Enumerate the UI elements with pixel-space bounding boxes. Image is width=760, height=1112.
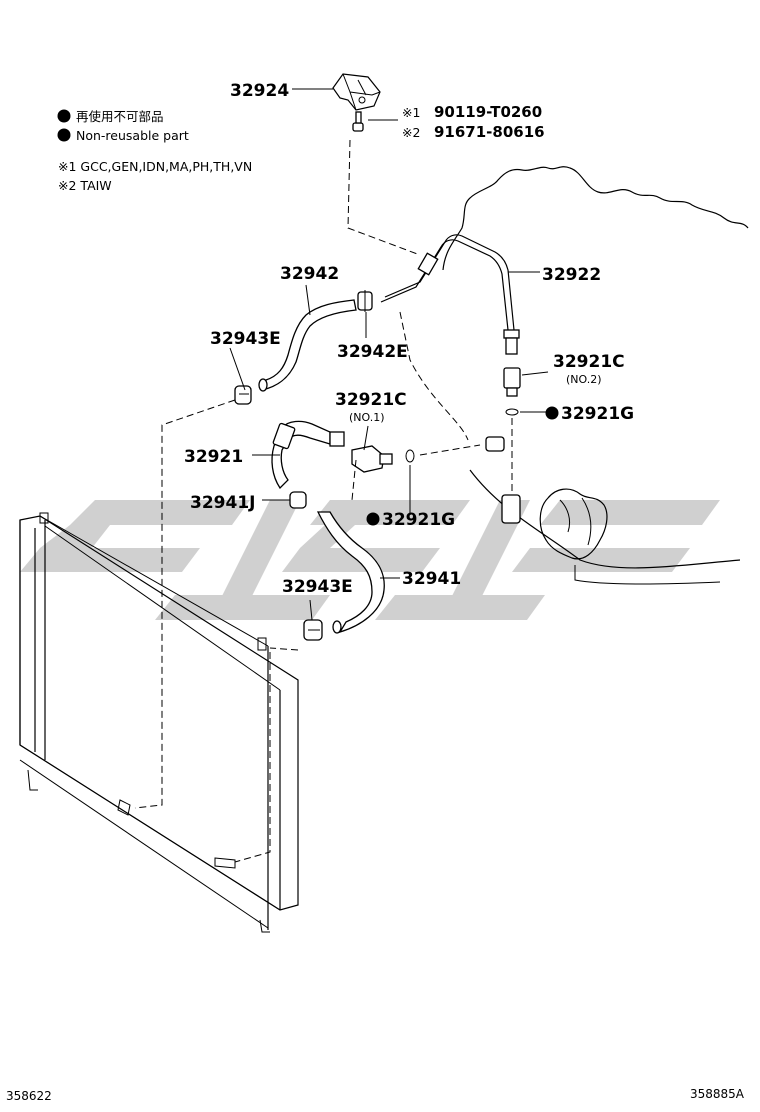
- part-label-32941: 32941: [402, 569, 461, 589]
- o-ring-right: [505, 408, 519, 416]
- code1-mark: ※1: [402, 105, 420, 120]
- footer-left-code: 358622: [6, 1089, 52, 1103]
- part-sub-32921C-no2: (NO.2): [566, 373, 602, 386]
- code2-label: 91671-80616: [434, 123, 545, 141]
- connector-engine: [485, 436, 521, 524]
- part-label-32922: 32922: [542, 265, 601, 285]
- clamp-32943E-top: [234, 385, 252, 405]
- part-sub-32921C-no1: (NO.1): [349, 411, 385, 424]
- hose-32942: [258, 299, 357, 392]
- hose-32921: [271, 420, 345, 490]
- part-label-32921C-no2: 32921C: [553, 352, 625, 372]
- legend-item-en: Non-reusable part: [76, 128, 189, 143]
- part-label-32921: 32921: [184, 447, 243, 467]
- part-label-32921G-lower: 32921G: [382, 510, 455, 530]
- clamp-32941J: [289, 491, 307, 509]
- part-label-32921C-no1: 32921C: [335, 390, 407, 410]
- bracket-32924: [332, 73, 381, 111]
- bolt-icon: [352, 111, 364, 132]
- o-ring-lower: [405, 449, 415, 463]
- part-label-32943E-top: 32943E: [210, 329, 281, 349]
- clamp-32942E: [357, 290, 373, 312]
- assembly-lines: [134, 139, 513, 863]
- pipe-32922: [380, 234, 520, 355]
- radiator: [19, 512, 299, 933]
- part-label-32921G-right: 32921G: [561, 404, 634, 424]
- part-label-32941J: 32941J: [190, 493, 255, 513]
- non-reusable-bullet-icon: [57, 128, 71, 142]
- legend-note-1: ※1 GCC,GEN,IDN,MA,PH,TH,VN: [58, 159, 252, 174]
- non-reusable-bullet-icon: [57, 109, 71, 123]
- engine-outline: [442, 166, 749, 585]
- part-label-32942: 32942: [280, 264, 339, 284]
- clamp-32943E-bottom: [303, 619, 323, 641]
- part-label-32942E: 32942E: [337, 342, 408, 362]
- non-reusable-mark-icon: [366, 512, 380, 526]
- part-label-32943E-bottom: 32943E: [282, 577, 353, 597]
- fitting-32921C-no1: [351, 445, 393, 473]
- fitting-32921C-no2: [503, 367, 521, 397]
- non-reusable-mark-icon: [545, 406, 559, 420]
- code2-mark: ※2: [402, 125, 420, 140]
- legend-note-2: ※2 TAIW: [58, 178, 112, 193]
- legend: 再使用不可部品 Non-reusable part ※1 GCC,GEN,IDN…: [57, 109, 252, 193]
- part-labels: 32924 32942 32922 32943E 32942E 32921C (…: [184, 81, 634, 597]
- part-label-32924: 32924: [230, 81, 289, 101]
- hose-32941: [316, 511, 385, 634]
- bolt-codes: ※1 90119-T0260 ※2 91671-80616: [402, 103, 545, 141]
- legend-item-jp: 再使用不可部品: [76, 109, 164, 124]
- leader-lines: [229, 88, 549, 621]
- code1-label: 90119-T0260: [434, 103, 542, 121]
- watermark-logo: [20, 500, 720, 620]
- footer-right-code: 358885A: [690, 1087, 745, 1101]
